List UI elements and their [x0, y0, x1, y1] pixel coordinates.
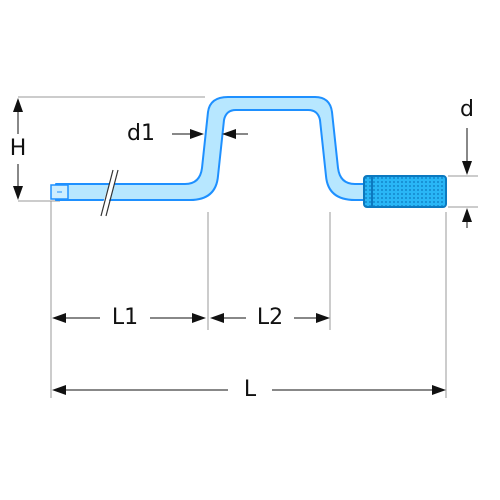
label-l1: L1: [108, 307, 142, 329]
label-d: d: [457, 99, 477, 121]
label-h: H: [6, 138, 30, 160]
dimension-d1: [172, 129, 248, 139]
arrowhead-left-icon: [52, 313, 66, 323]
arrowhead-right-icon: [190, 129, 204, 139]
label-l2: L2: [253, 307, 287, 329]
arrowhead-up-icon: [13, 98, 23, 112]
dimension-h: [13, 98, 23, 200]
arrowhead-right-icon: [432, 385, 446, 395]
rod-body: [55, 96, 369, 201]
arrowhead-left-icon: [52, 385, 66, 395]
break-mark: [98, 169, 120, 217]
knurled-handle: [363, 175, 447, 208]
arrowhead-right-icon: [192, 313, 206, 323]
dimension-l: [52, 385, 446, 395]
dimension-l2: [210, 313, 330, 323]
arrowhead-up-icon: [462, 208, 472, 222]
dimension-l1: [52, 313, 206, 323]
dimension-d: [462, 128, 472, 228]
arrowhead-right-icon: [316, 313, 330, 323]
arrowhead-left-icon: [222, 129, 236, 139]
arrowhead-left-icon: [210, 313, 224, 323]
crank-wrench: [50, 96, 447, 217]
arrowhead-down-icon: [13, 186, 23, 200]
label-d1: d1: [124, 123, 158, 145]
extension-lines: [18, 96, 478, 398]
arrowhead-down-icon: [462, 161, 472, 175]
label-l: L: [240, 379, 260, 401]
